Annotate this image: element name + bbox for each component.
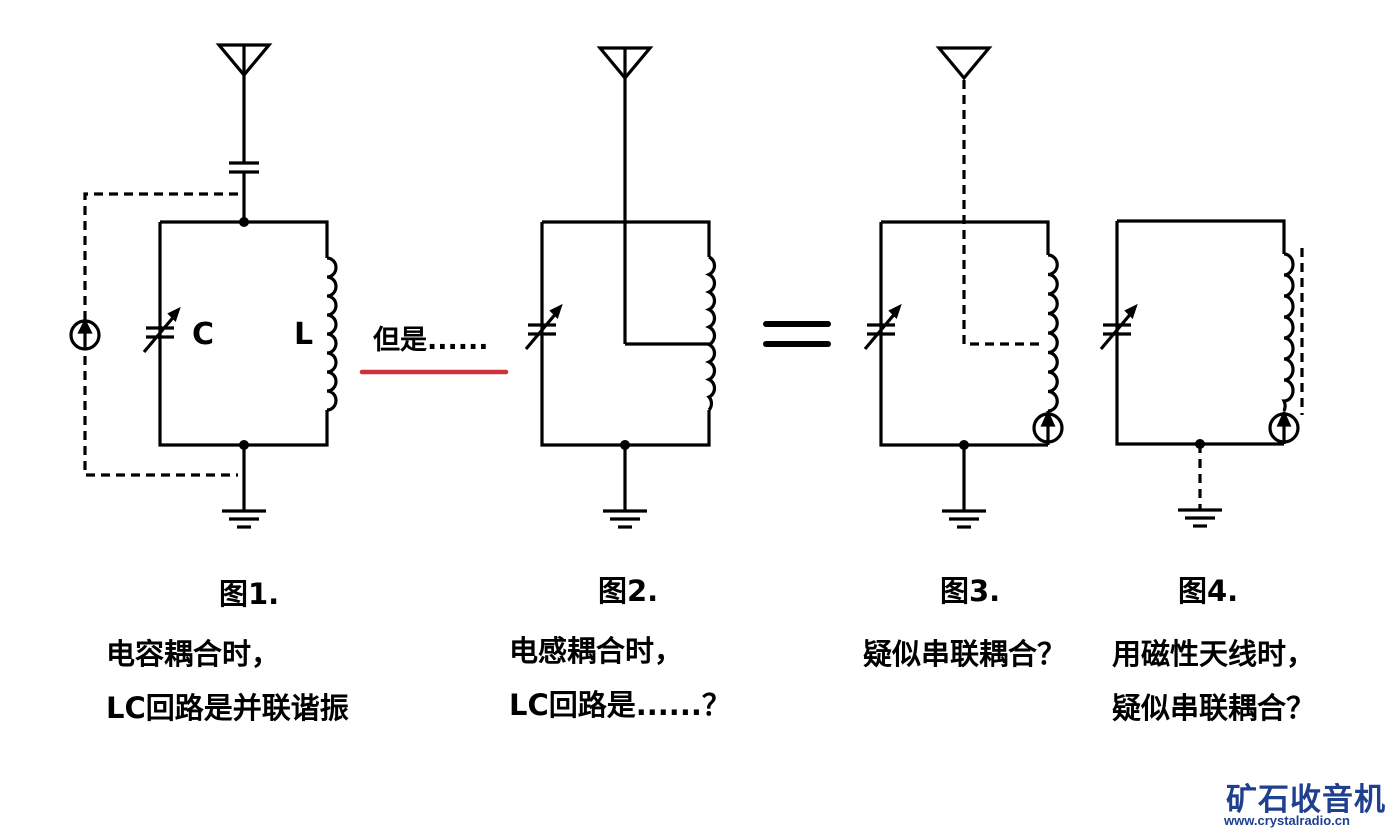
variable-capacitor-icon	[142, 306, 181, 354]
caption-line: 电容耦合时，	[106, 637, 281, 671]
caption-line: 疑似串联耦合？	[863, 637, 1067, 671]
figure-2-circuit	[524, 46, 717, 529]
tapped-inductor-icon	[1047, 253, 1059, 413]
site-logo: 矿石收音机	[1226, 782, 1386, 818]
figure-1-caption: 电容耦合时， LC回路是并联谐振	[106, 627, 349, 735]
variable-capacitor-icon	[1099, 303, 1138, 351]
signal-source-icon	[69, 318, 101, 351]
figure-4-title: 图4.	[1178, 574, 1239, 608]
figure-1-title: 图1.	[219, 577, 280, 611]
coupling-capacitor	[229, 161, 259, 222]
figure-3-title: 图3.	[940, 574, 1001, 608]
ground-icon	[603, 445, 647, 529]
inductor-icon	[1281, 252, 1295, 412]
figure-4-circuit	[1099, 219, 1304, 528]
figure-3-circuit	[863, 46, 1064, 529]
variable-capacitor-icon	[524, 303, 563, 351]
caption-line: LC回路是并联谐振	[106, 691, 349, 725]
figure-1-circuit	[69, 43, 338, 529]
equals-sign	[763, 321, 831, 347]
figure-3-caption: 疑似串联耦合？	[863, 627, 1066, 681]
capacitor-label: C	[192, 317, 215, 352]
caption-line: 用磁性天线时，	[1112, 637, 1316, 671]
antenna-icon	[596, 46, 709, 346]
tapped-inductor-icon	[705, 255, 717, 412]
lc-tank-frame	[879, 220, 1050, 447]
variable-capacitor-icon	[863, 303, 902, 351]
ground-icon	[1178, 444, 1222, 528]
caption-line: 电感耦合时，	[509, 634, 684, 668]
antenna-icon	[935, 46, 993, 81]
lc-tank-frame	[1115, 219, 1286, 446]
dashed-antenna-feed	[962, 80, 1044, 346]
figure-2-caption: 电感耦合时， LC回路是......？	[509, 624, 731, 732]
inductor-icon	[326, 256, 338, 412]
site-url: www.crystalradio.cn	[1224, 813, 1350, 828]
figure-4-caption: 用磁性天线时， 疑似串联耦合？	[1112, 627, 1315, 735]
caption-line: 疑似串联耦合？	[1112, 691, 1316, 725]
series-signal-source-icon	[1032, 410, 1064, 445]
ground-icon	[942, 445, 986, 529]
figure-2-title: 图2.	[598, 574, 659, 608]
ground-icon	[222, 445, 266, 529]
junction-dot	[239, 217, 249, 227]
inductor-label: L	[294, 317, 314, 352]
caption-line: LC回路是......？	[509, 688, 731, 722]
antenna-icon	[215, 43, 273, 163]
transition-text: 但是......	[373, 325, 489, 356]
series-signal-source-icon	[1268, 410, 1300, 444]
